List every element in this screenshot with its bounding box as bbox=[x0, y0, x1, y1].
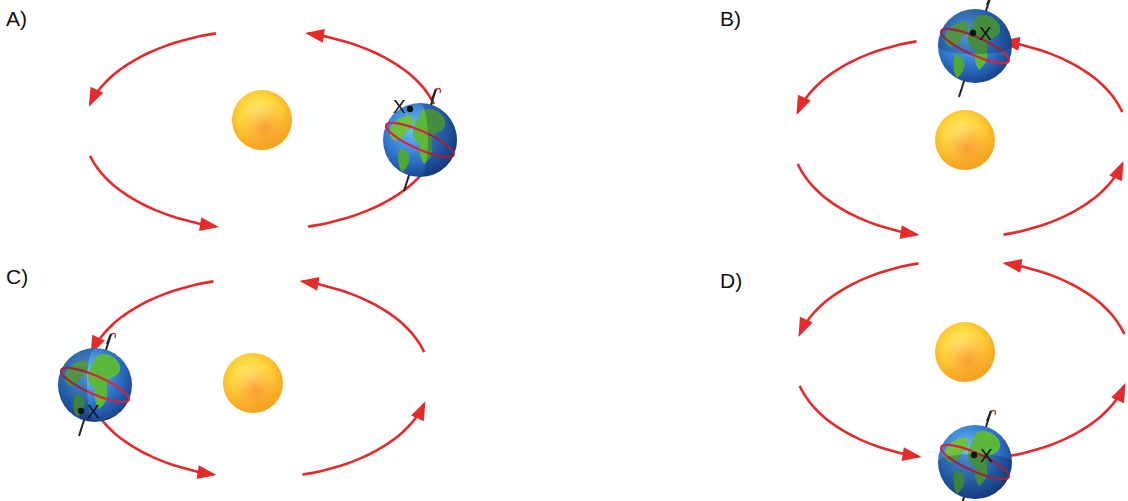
earth-globe bbox=[938, 0, 1013, 97]
sun bbox=[935, 322, 995, 382]
orbit-arc bbox=[92, 281, 214, 352]
orbit-arrowhead bbox=[1003, 259, 1023, 273]
orbit-arc bbox=[303, 281, 425, 352]
orbit-arrowhead bbox=[1111, 383, 1125, 403]
sun bbox=[232, 90, 292, 150]
earth-ocean bbox=[938, 425, 1012, 499]
panel-letter: C) bbox=[6, 266, 28, 287]
orbit-arrowhead bbox=[902, 447, 922, 461]
orbit-arrowhead bbox=[799, 317, 813, 337]
orbit-arc bbox=[798, 41, 917, 112]
orbit-arrowhead bbox=[411, 401, 425, 421]
earth-ocean bbox=[938, 9, 1012, 83]
earth-axis bbox=[107, 334, 111, 344]
earth-globe bbox=[938, 411, 1013, 501]
sun-glow bbox=[234, 92, 290, 148]
panel-letter: B) bbox=[720, 8, 741, 29]
point-x-dot bbox=[407, 106, 413, 112]
earth-globe bbox=[58, 334, 133, 437]
orbit-arrowhead bbox=[900, 225, 920, 239]
earth-shadow bbox=[938, 454, 1012, 499]
orbit-arrowhead bbox=[89, 87, 104, 107]
orbit-arc bbox=[90, 156, 216, 227]
sun-glow bbox=[225, 355, 281, 411]
orbit-arrowhead bbox=[300, 277, 320, 291]
earth-axis bbox=[432, 89, 436, 99]
panel-letter: D) bbox=[720, 270, 742, 291]
earth-land bbox=[953, 54, 965, 78]
point-label: X bbox=[87, 402, 100, 421]
earth-shadow bbox=[420, 103, 457, 177]
point-x-dot bbox=[78, 408, 84, 414]
orbit-arc bbox=[1004, 164, 1123, 235]
sun-glow bbox=[937, 324, 993, 380]
orbit-arrowhead bbox=[1109, 161, 1123, 181]
orbit-arc bbox=[1006, 386, 1125, 457]
point-label: X bbox=[979, 24, 992, 43]
orbit-arc bbox=[800, 386, 919, 457]
earth-globe bbox=[383, 89, 458, 192]
point-label: X bbox=[980, 446, 993, 465]
orbit-arc bbox=[303, 404, 425, 475]
sun bbox=[935, 110, 995, 170]
earth-land bbox=[398, 148, 410, 172]
orbit-arc bbox=[1006, 263, 1125, 334]
earth-shadow bbox=[938, 9, 1012, 54]
sun-glow bbox=[937, 112, 993, 168]
earth-ocean bbox=[58, 348, 132, 422]
orbit-arrowhead bbox=[797, 95, 811, 115]
point-x-dot bbox=[970, 30, 976, 36]
orbit-arc bbox=[800, 263, 919, 334]
earth-axis bbox=[987, 0, 991, 5]
orbit-arrowhead bbox=[197, 465, 217, 479]
rotation-arrow bbox=[991, 411, 996, 416]
earth-land bbox=[390, 116, 414, 141]
point-label: X bbox=[393, 97, 406, 116]
point-x-dot bbox=[971, 452, 977, 458]
orbit-arc bbox=[308, 33, 434, 104]
orbit-arrowhead bbox=[199, 217, 219, 231]
sun bbox=[223, 353, 283, 413]
rotation-arrow bbox=[436, 89, 441, 94]
rotation-arrow bbox=[111, 334, 116, 339]
earth-axis bbox=[987, 411, 991, 421]
panel-letter: A) bbox=[6, 8, 27, 29]
orbit-arc bbox=[1004, 41, 1123, 112]
orbit-arc bbox=[90, 33, 216, 104]
orbit-arrowhead bbox=[305, 29, 325, 43]
orbit-arc bbox=[798, 164, 917, 235]
